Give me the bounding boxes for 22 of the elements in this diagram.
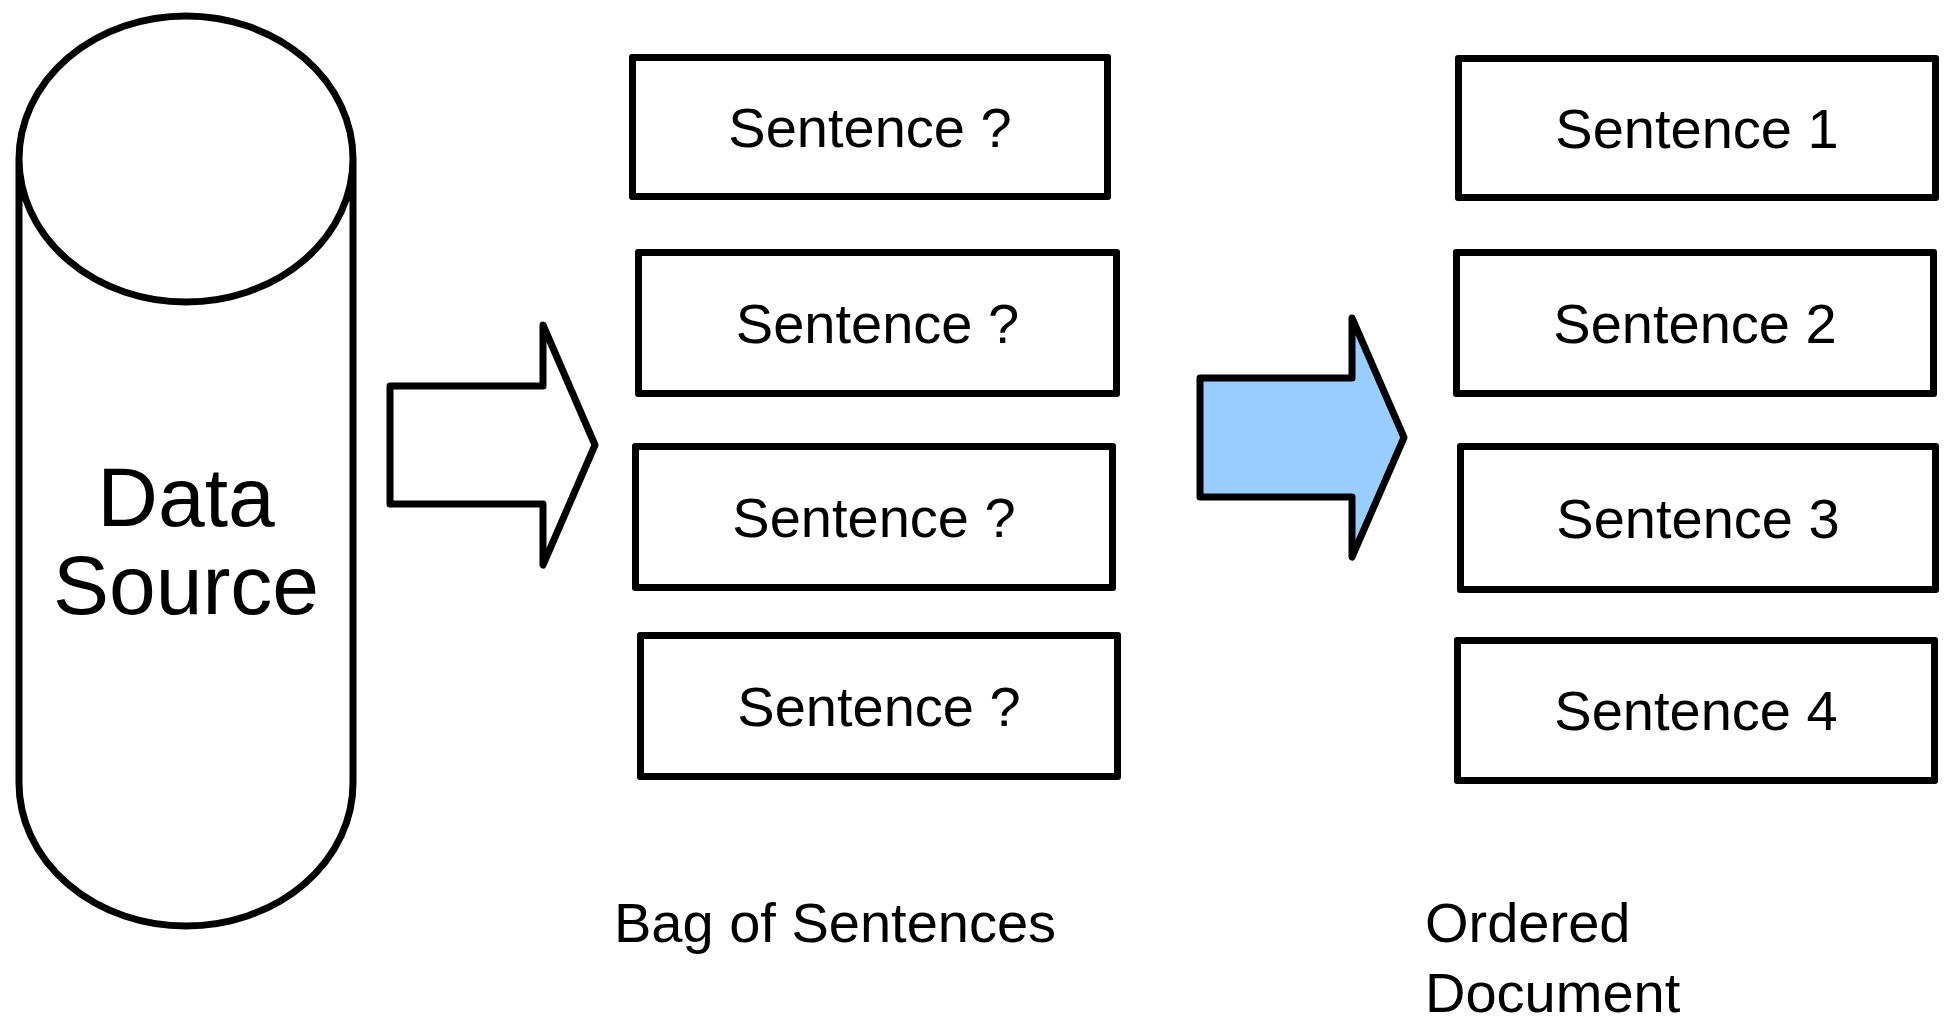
sentence-box [629, 54, 1111, 200]
sentence-label: Sentence 2 [1553, 290, 1837, 356]
sentence-box [635, 249, 1120, 397]
sentence-box [1457, 443, 1939, 593]
sentence-box [1453, 249, 1937, 397]
sentence-box [632, 443, 1116, 591]
sentence-label: Sentence 4 [1554, 678, 1838, 743]
sentence-box [1455, 55, 1939, 201]
block-arrow [386, 321, 599, 569]
sentence-box [1454, 637, 1938, 784]
sentence-label: Sentence ? [737, 673, 1021, 739]
sentence-label: Sentence 3 [1556, 485, 1840, 551]
sentence-label: Sentence ? [728, 94, 1012, 160]
sentence-label: Sentence 1 [1555, 95, 1839, 161]
database-cylinder [15, 12, 357, 930]
block-arrow [1196, 314, 1408, 561]
sentence-label: Sentence ? [732, 484, 1016, 550]
sentence-box [637, 632, 1121, 780]
column-caption: Bag of Sentences [614, 890, 1057, 956]
node-label: Data Source [51, 453, 321, 629]
sentence-label: Sentence ? [735, 290, 1020, 356]
column-caption: Ordered Document [1425, 890, 1682, 1022]
